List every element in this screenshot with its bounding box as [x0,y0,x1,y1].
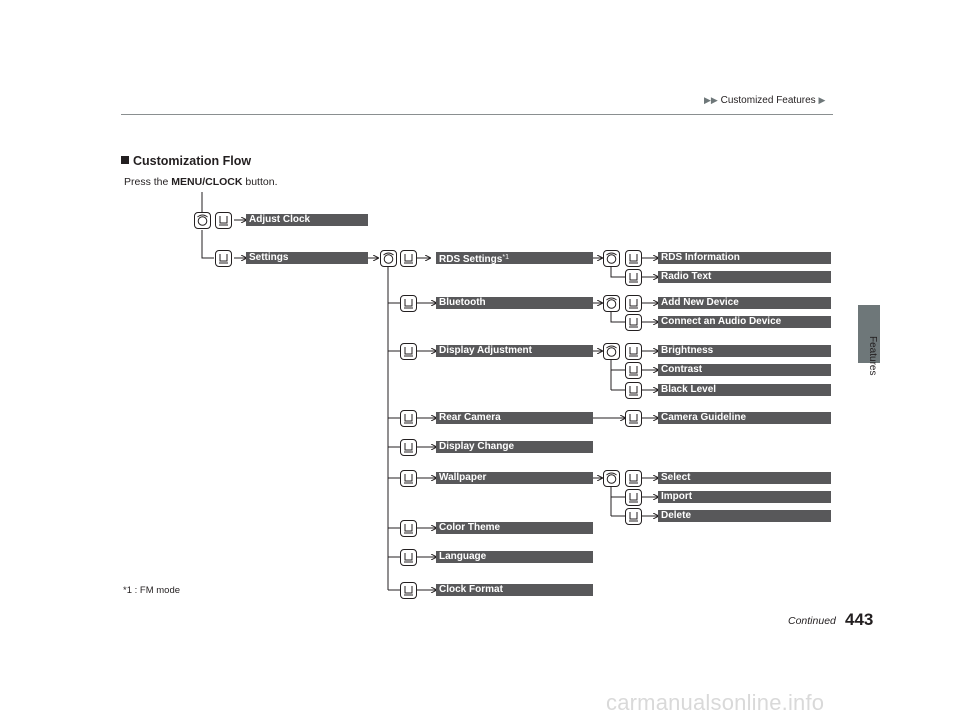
menu-connect-audio-device[interactable]: Connect an Audio Device [658,316,831,328]
menu-adjust-clock[interactable]: Adjust Clock [246,214,368,226]
breadcrumb: ▶▶ Customized Features ▶ [704,95,825,106]
press-knob-icon [625,269,642,286]
menu-rear-camera[interactable]: Rear Camera [436,412,593,424]
press-knob-icon [215,212,232,229]
press-knob-icon [400,250,417,267]
footnote: *1 : FM mode [123,585,181,596]
section-title: Customization Flow [121,154,251,168]
press-knob-icon [625,470,642,487]
header-divider [121,114,833,115]
press-knob-icon [625,382,642,399]
breadcrumb-arrow-icon: ▶▶ [704,95,718,105]
menu-settings[interactable]: Settings [246,252,368,264]
press-knob-icon [625,343,642,360]
instruction: Press the MENU/CLOCK button. [124,176,277,188]
menu-wallpaper[interactable]: Wallpaper [436,472,593,484]
press-knob-icon [400,343,417,360]
menu-bluetooth[interactable]: Bluetooth [436,297,593,309]
press-knob-icon [625,489,642,506]
press-knob-icon [400,549,417,566]
press-knob-icon [625,362,642,379]
menu-rds-information[interactable]: RDS Information [658,252,831,264]
instruction-suffix: button. [242,176,278,188]
press-knob-icon [400,582,417,599]
breadcrumb-arrow-icon: ▶ [818,95,826,105]
menu-delete[interactable]: Delete [658,510,831,522]
section-title-text: Customization Flow [133,154,252,168]
footnote-marker: *1 [502,254,509,261]
menu-add-new-device[interactable]: Add New Device [658,297,831,309]
press-knob-icon [215,250,232,267]
press-knob-icon [625,295,642,312]
menu-rds-settings-label: RDS Settings [439,254,503,265]
press-knob-icon [625,250,642,267]
menu-clock-format[interactable]: Clock Format [436,584,593,596]
menu-language[interactable]: Language [436,551,593,563]
menu-display-adjustment[interactable]: Display Adjustment [436,345,593,357]
menu-contrast[interactable]: Contrast [658,364,831,376]
press-knob-icon [400,520,417,537]
watermark: carmanualsonline.info [606,690,825,715]
menu-rds-settings[interactable]: RDS Settings*1 [436,252,593,265]
press-knob-icon [400,295,417,312]
square-bullet-icon [121,156,129,164]
press-knob-icon [400,439,417,456]
menu-display-change[interactable]: Display Change [436,441,593,453]
selector-knob-icon [380,250,397,267]
page-number: 443 [845,610,874,629]
instruction-prefix: Press the [124,176,172,188]
menu-color-theme[interactable]: Color Theme [436,522,593,534]
press-knob-icon [625,410,642,427]
selector-knob-icon [603,295,620,312]
press-knob-icon [625,508,642,525]
menu-camera-guideline[interactable]: Camera Guideline [658,412,831,424]
instruction-button-name: MENU/CLOCK [171,176,243,188]
press-knob-icon [400,410,417,427]
menu-black-level[interactable]: Black Level [658,384,831,396]
menu-select[interactable]: Select [658,472,831,484]
menu-brightness[interactable]: Brightness [658,345,831,357]
selector-knob-icon [603,343,620,360]
selector-knob-icon [603,470,620,487]
selector-knob-icon [194,212,211,229]
menu-radio-text[interactable]: Radio Text [658,271,831,283]
side-tab[interactable] [858,305,880,363]
press-knob-icon [400,470,417,487]
selector-knob-icon [603,250,620,267]
menu-import[interactable]: Import [658,491,831,503]
continued-label: Continued [788,615,836,627]
breadcrumb-label: Customized Features [720,95,816,106]
press-knob-icon [625,314,642,331]
